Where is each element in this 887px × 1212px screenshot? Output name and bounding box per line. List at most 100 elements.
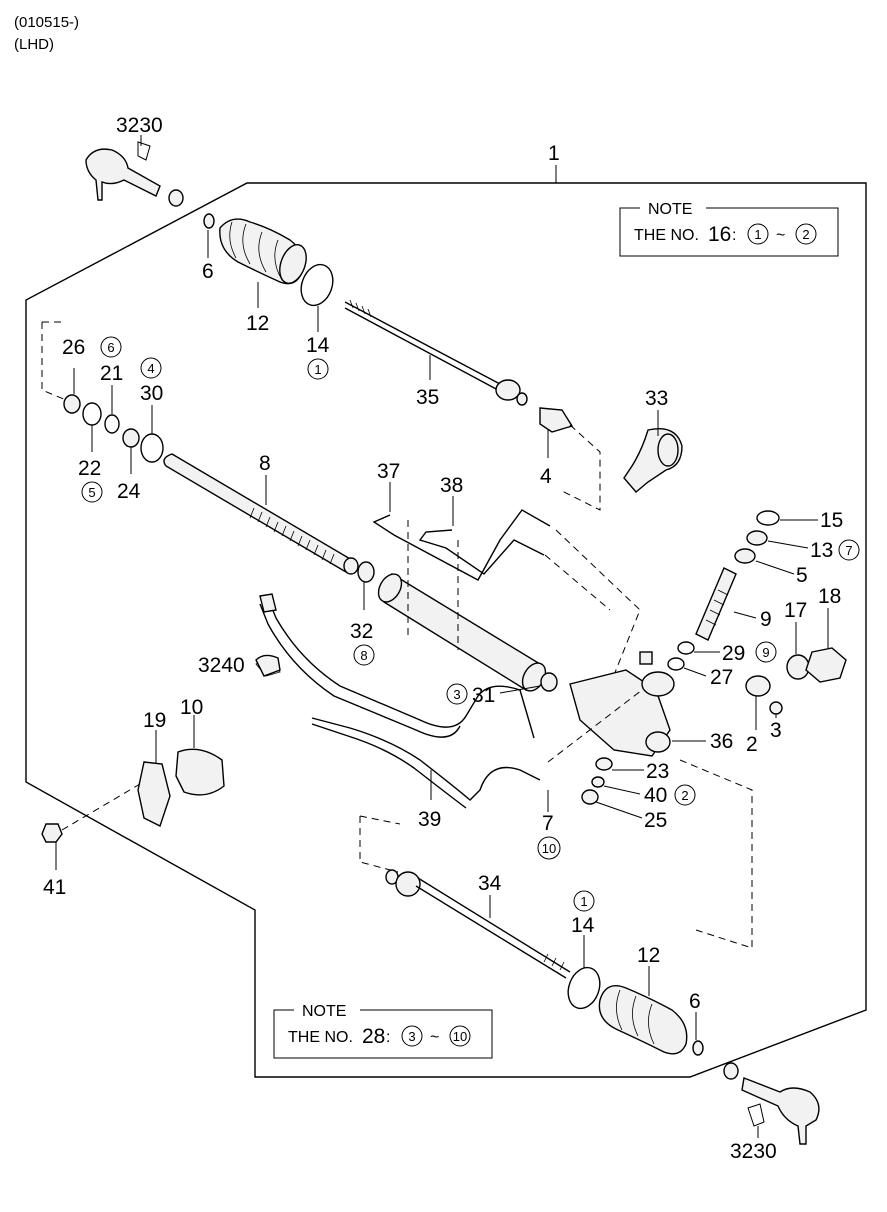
label-c9: 9	[762, 645, 769, 660]
label-8: 8	[259, 452, 271, 475]
tie-rod-end-bottom	[723, 1062, 820, 1145]
label-4: 4	[540, 465, 552, 488]
label-36: 36	[710, 730, 733, 753]
steering-rack	[163, 453, 359, 575]
label-14-bottom: 14	[571, 914, 595, 937]
label-22: 22	[78, 457, 101, 480]
label-c1-bottom: 1	[580, 894, 587, 909]
yoke-adjuster	[745, 647, 847, 715]
dash-34b	[359, 815, 401, 825]
circle-4	[140, 357, 162, 379]
label-39: 39	[418, 808, 441, 831]
circle-7	[838, 539, 860, 561]
power-cylinder-tube	[377, 572, 547, 692]
rack-mount-bracket	[41, 748, 225, 843]
label-c6: 6	[107, 340, 114, 355]
circle-3	[446, 683, 468, 705]
note-bottom-title: NOTE	[302, 1003, 346, 1020]
label-c10: 10	[542, 841, 556, 856]
label-38: 38	[440, 474, 463, 497]
circle-10	[537, 836, 561, 860]
pinion-valve-assembly	[667, 510, 780, 671]
return-hose-and-pipe	[255, 593, 541, 809]
note-box-top: NOTE THE NO. 16 : 1 ~ 2	[619, 200, 839, 257]
note-bottom-prefix: THE NO.	[288, 1029, 353, 1046]
label-c8: 8	[360, 648, 367, 663]
label-41: 41	[43, 876, 66, 899]
label-37: 37	[377, 460, 400, 483]
note-top-to: 2	[802, 227, 809, 242]
leader-13	[767, 540, 809, 549]
label-c4: 4	[147, 361, 154, 376]
leader-5	[755, 560, 795, 575]
label-34: 34	[478, 872, 502, 895]
bellows-boot-top	[203, 213, 334, 307]
label-c1-top: 1	[314, 362, 321, 377]
label-3230-bottom: 3230	[730, 1140, 777, 1163]
label-31: 31	[472, 684, 495, 707]
circle-8	[353, 644, 375, 666]
leader-25	[595, 801, 643, 819]
label-15: 15	[820, 509, 843, 532]
dash-7	[547, 689, 643, 763]
pointer-3240	[255, 654, 281, 677]
label-5: 5	[796, 564, 808, 587]
circle-6	[100, 336, 122, 358]
label-3230-top: 3230	[116, 114, 163, 137]
label-12-bottom: 12	[637, 944, 660, 967]
dash-right	[679, 759, 753, 949]
date-code: (010515-)	[14, 14, 79, 31]
assembly-boundary-outline	[25, 182, 867, 1078]
circle-9	[755, 641, 777, 663]
svg-text:~: ~	[430, 1029, 439, 1046]
note-top-number: 16	[708, 223, 731, 246]
note-top-from: 1	[754, 227, 761, 242]
label-18: 18	[818, 585, 841, 608]
dash-41	[61, 783, 141, 831]
label-3240: 3240	[198, 654, 245, 677]
dash-pipes	[407, 520, 459, 650]
label-c7: 7	[845, 543, 852, 558]
label-10: 10	[180, 696, 203, 719]
label-13: 13	[810, 539, 833, 562]
label-14-top: 14	[306, 334, 330, 357]
mounting-bracket-33	[623, 428, 683, 493]
drive-side: (LHD)	[14, 36, 54, 53]
seal-31	[540, 672, 558, 692]
label-24: 24	[117, 480, 141, 503]
svg-text::: :	[732, 227, 736, 244]
gear-housing	[569, 651, 675, 757]
seal-32	[357, 561, 375, 583]
note-box-bottom: NOTE THE NO. 28 : 3 ~ 10	[273, 1002, 493, 1059]
label-21: 21	[100, 362, 123, 385]
seal-ring-stack	[41, 321, 164, 463]
circle-1-top	[307, 358, 329, 380]
label-40: 40	[644, 784, 667, 807]
label-12-top: 12	[246, 312, 269, 335]
dash-4	[559, 424, 601, 511]
label-25: 25	[644, 809, 667, 832]
label-6-top: 6	[202, 260, 214, 283]
tie-rod-end-top	[85, 141, 184, 207]
label-9: 9	[760, 608, 772, 631]
bellows-boot-bottom	[567, 966, 704, 1056]
label-30: 30	[140, 382, 163, 405]
leader-27	[683, 667, 707, 677]
circle-1-bottom	[573, 890, 595, 912]
label-7: 7	[542, 812, 554, 835]
note-bottom-number: 28	[362, 1025, 385, 1048]
dash-34	[359, 816, 399, 873]
circle-5	[81, 481, 103, 503]
label-32: 32	[350, 620, 373, 643]
inner-tie-rod-top	[344, 299, 574, 433]
label-2: 2	[746, 733, 758, 756]
label-35: 35	[416, 386, 439, 409]
svg-text::: :	[386, 1029, 390, 1046]
label-17: 17	[784, 599, 807, 622]
leader-9	[733, 611, 757, 619]
label-c5: 5	[88, 485, 95, 500]
label-27: 27	[710, 666, 733, 689]
leader-40	[603, 785, 641, 795]
